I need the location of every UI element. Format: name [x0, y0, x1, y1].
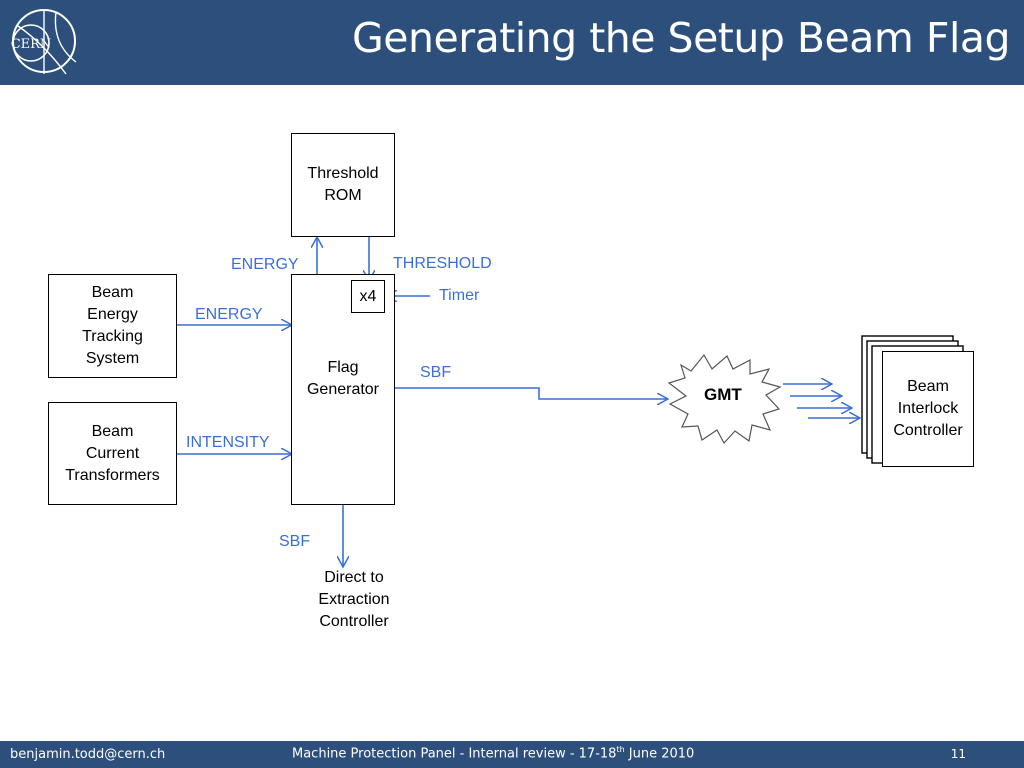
logo-text: CERN — [11, 37, 52, 52]
energy-left-label: ENERGY — [195, 306, 263, 323]
threshold-rom-box: Threshold ROM — [291, 133, 395, 237]
author-email: benjamin.todd@cern.ch — [10, 747, 166, 762]
direct-extraction-text: Direct to Extraction Controller — [318, 569, 390, 630]
cern-logo-icon: CERN — [11, 9, 77, 75]
header-bar: CERN Generating the Setup Beam Flag — [0, 0, 1024, 85]
beam-current-transformers-box: Beam Current Transformers — [48, 402, 177, 505]
timer-label: Timer — [439, 287, 480, 304]
x4-box: x4 — [351, 280, 385, 313]
energy-top-label: ENERGY — [231, 256, 299, 273]
intensity-label: INTENSITY — [186, 434, 270, 451]
gmt-starburst — [667, 353, 782, 445]
beam-interlock-controller-box: Beam Interlock Controller — [882, 351, 974, 467]
threshold-label: THRESHOLD — [393, 255, 492, 272]
slide-title: Generating the Setup Beam Flag — [352, 14, 1010, 62]
sbf-to-gmt-arrow — [394, 387, 668, 399]
gmt-label: GMT — [704, 385, 742, 404]
beam-energy-tracking-box: Beam Energy Tracking System — [48, 274, 177, 378]
page-number: 11 — [950, 747, 966, 761]
event-title: Machine Protection Panel - Internal revi… — [292, 745, 695, 762]
sbf-right-label: SBF — [420, 364, 452, 381]
footer-bar: benjamin.todd@cern.ch Machine Protection… — [0, 741, 1024, 768]
sbf-down-label: SBF — [279, 533, 311, 550]
